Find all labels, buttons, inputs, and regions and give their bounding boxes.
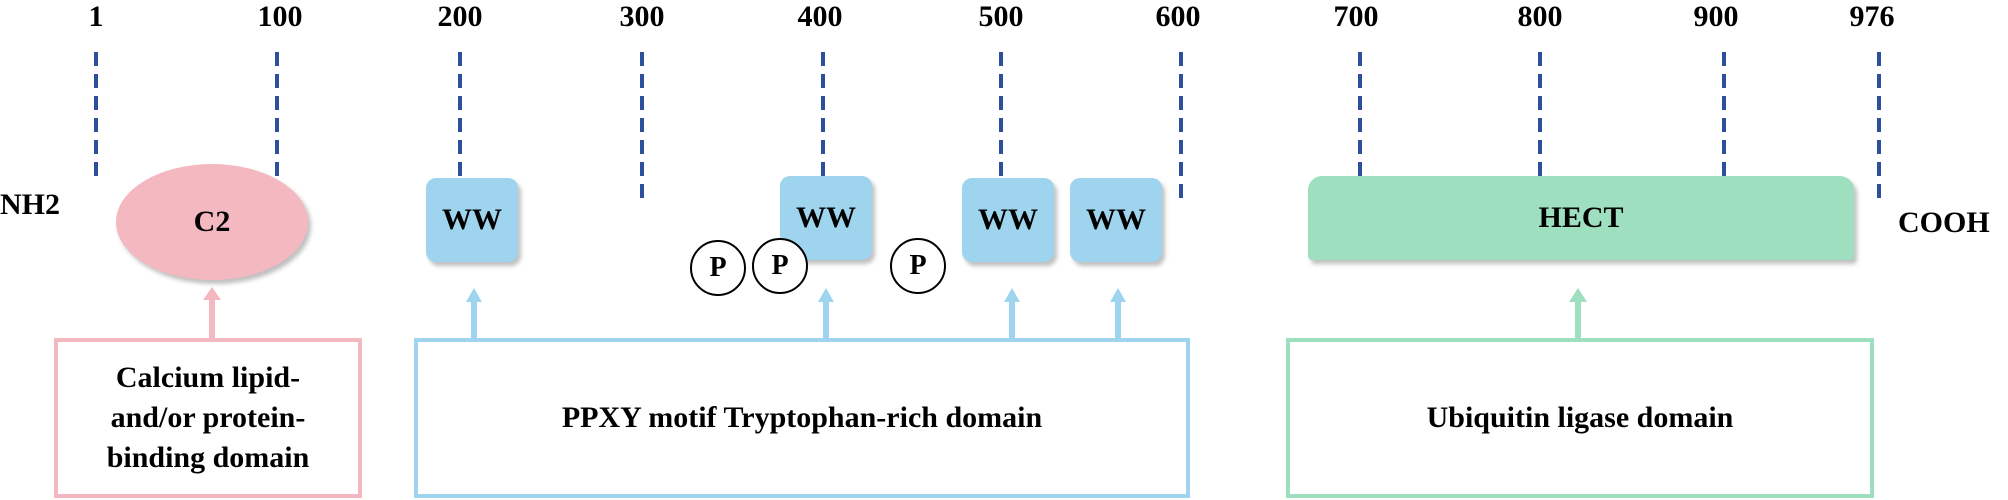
ww-arrows: [466, 288, 1126, 338]
phospho-site-3: P: [890, 238, 946, 294]
tick-label-800: 800: [1517, 0, 1563, 33]
c2-domain: C2: [116, 164, 308, 280]
hect-description: Ubiquitin ligase domain: [1426, 401, 1734, 434]
position-dashes: [94, 52, 1881, 204]
tick-label-900: 900: [1693, 0, 1739, 33]
tick-label-300: 300: [619, 0, 665, 33]
ww-description: PPXY motif Tryptophan-rich domain: [561, 401, 1043, 434]
phospho-site-1: P: [690, 240, 746, 296]
tick-label-976: 976: [1849, 0, 1895, 33]
tick-label-700: 700: [1333, 0, 1379, 33]
phospho-site-2: P: [752, 238, 808, 294]
c2-description-box: Calcium lipid-and/or protein-binding dom…: [54, 338, 362, 498]
ww-domain-4: WW: [1070, 178, 1162, 262]
c2-description: Calcium lipid-and/or protein-binding dom…: [106, 361, 310, 474]
ww-domain-3: WW: [962, 178, 1054, 262]
tick-label-1: 1: [88, 0, 104, 33]
c2-arrow: [203, 287, 221, 338]
tick-label-500: 500: [978, 0, 1024, 33]
tick-label-400: 400: [797, 0, 843, 33]
connector-arrows: [203, 287, 1587, 338]
tick-label-100: 100: [257, 0, 303, 33]
hect-description-box: Ubiquitin ligase domain: [1286, 338, 1874, 498]
ww-domain-1: WW: [426, 178, 518, 262]
hect-arrow: [1569, 288, 1587, 338]
n-terminus-label: NH2: [0, 188, 60, 221]
tick-label-200: 200: [437, 0, 483, 33]
c-terminus-label: COOH: [1898, 206, 1990, 239]
ww-description-box: PPXY motif Tryptophan-rich domain: [414, 338, 1190, 498]
hect-domain: HECT: [1308, 176, 1854, 260]
tick-label-600: 600: [1155, 0, 1201, 33]
